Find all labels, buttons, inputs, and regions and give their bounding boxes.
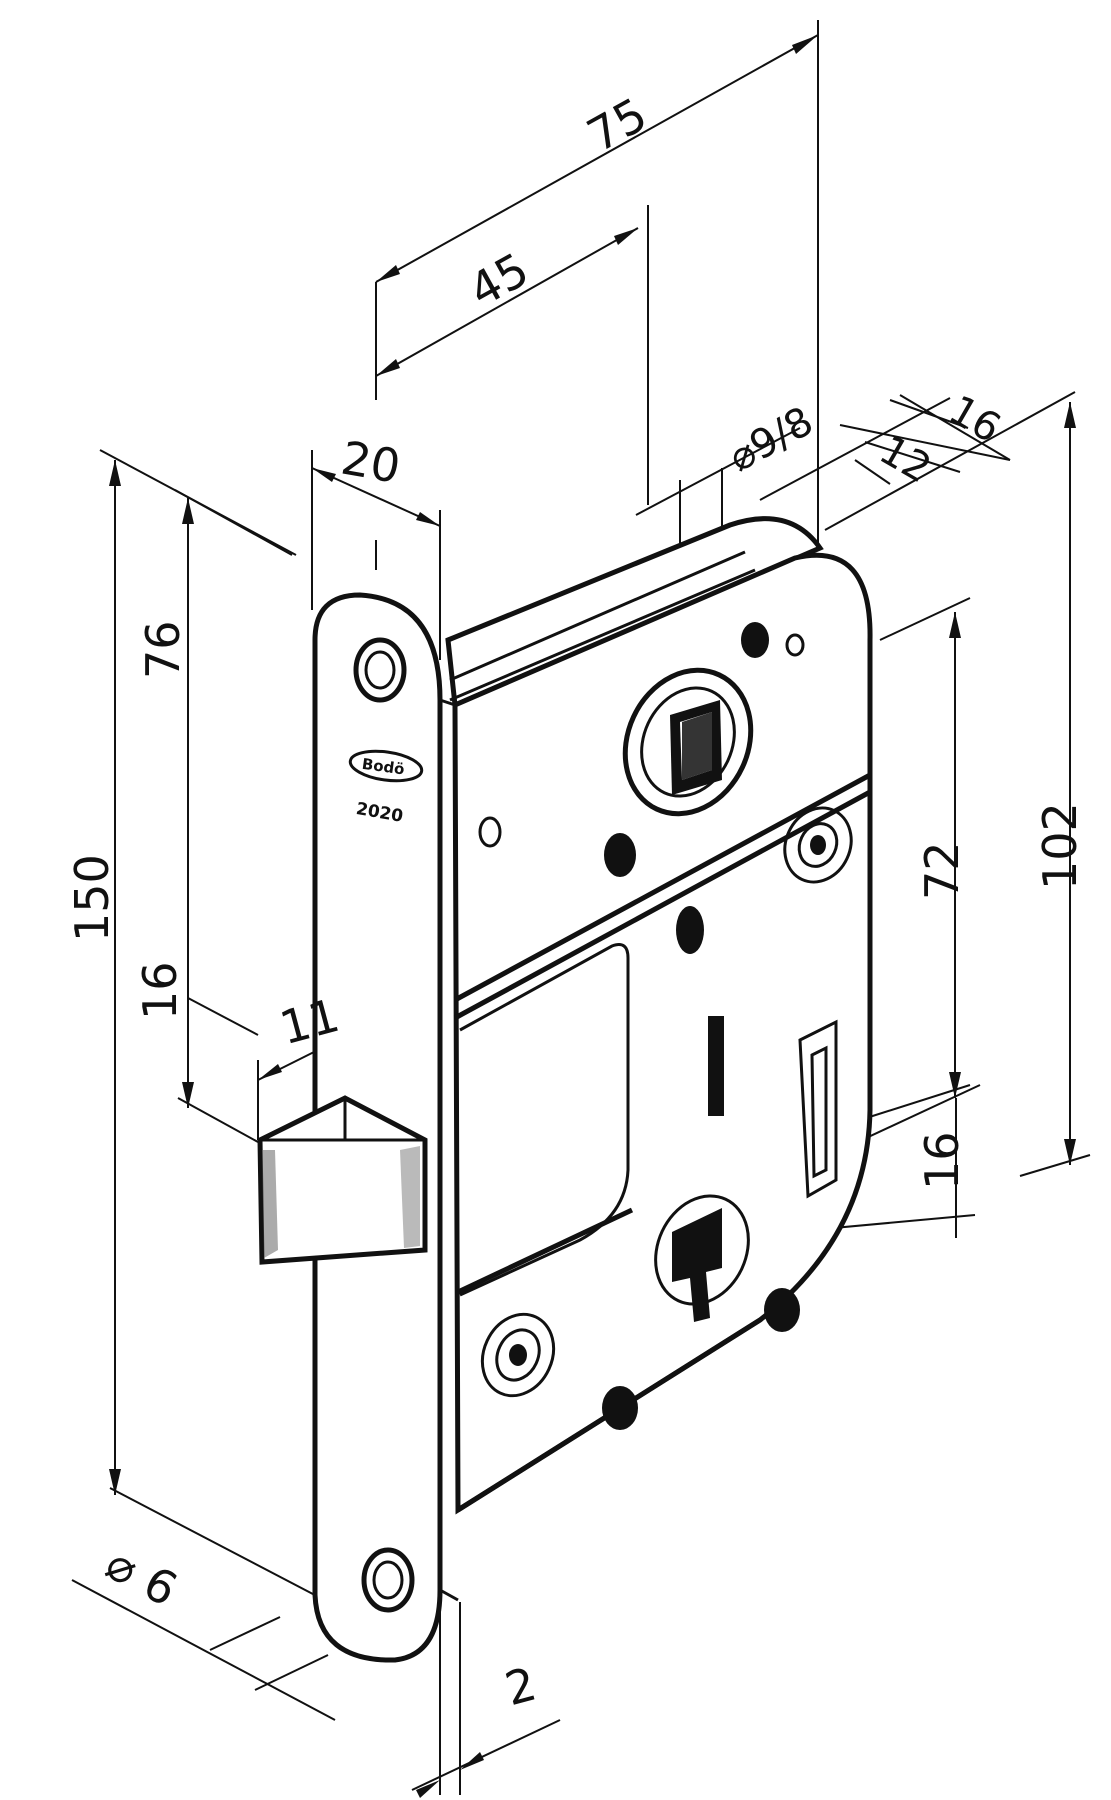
logo-text: Bodö: [361, 755, 406, 779]
forend-screw-hole-top: [353, 637, 407, 703]
keyhole: [654, 1016, 838, 1322]
dim-45-label: 45: [460, 242, 537, 318]
case-rivets: [478, 622, 853, 1430]
dim-75-label: 75: [578, 87, 655, 163]
dim-20-label: 20: [337, 431, 404, 494]
dim-6-screw-label: ⌀ 6: [97, 1536, 186, 1617]
dimension-arrowheads: [109, 35, 1076, 1798]
dim-76-label: 76: [136, 620, 190, 679]
dim-150-label: 150: [65, 854, 119, 942]
dim-16-key-label: 16: [915, 1131, 969, 1190]
dim-16-top-label: 16: [941, 387, 1008, 452]
latch-bolt: [257, 1095, 428, 1265]
forend-screw-hole-bottom: [361, 1547, 415, 1613]
dim-9-8-label: ⌀9/8: [721, 398, 821, 481]
dim-72-label: 72: [915, 841, 969, 900]
dim-102-label: 102: [1033, 802, 1087, 890]
spindle-follower: [622, 667, 754, 817]
dim-2-label: 2: [500, 1656, 542, 1716]
lock-case: [445, 516, 873, 1515]
dim-12-label: 12: [872, 427, 939, 492]
dim-16-latch-label: 16: [133, 961, 187, 1020]
